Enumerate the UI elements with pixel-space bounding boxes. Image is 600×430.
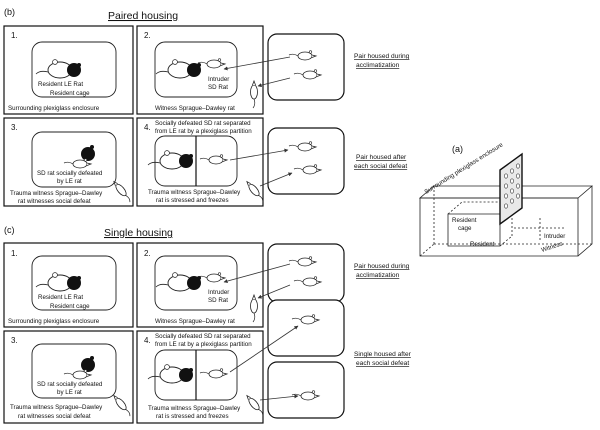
section-c-label: (c)	[4, 225, 15, 235]
stress-label-2: rat is stressed and freezes	[156, 413, 229, 420]
panel-b4: 4. Socially defeated SD rat separated fr…	[136, 117, 267, 207]
trauma-label-1: Trauma witness Sprague–Dawley	[10, 190, 103, 197]
section-a-label: (a)	[452, 144, 463, 154]
panel-b3: 3. SD rat socially defeated by LE rat Tr…	[3, 117, 134, 207]
arrow-witness	[259, 394, 299, 401]
witness-label: Witness Sprague–Dawley rat	[155, 105, 235, 112]
housing-box-c-bottom	[267, 361, 345, 419]
housing-box-c-top	[267, 243, 345, 303]
stress-label-1: Trauma witness Sprague–Dawley	[148, 405, 241, 412]
panel-c3-number: 3.	[11, 336, 18, 345]
separation-label-2: from LE rat by a plexiglass partition	[155, 341, 252, 348]
defeated-label-2: by LE rat	[57, 389, 82, 396]
stress-label-2: rat is stressed and freezes	[156, 197, 229, 204]
side-label-b1-line1: Pair housed during	[354, 53, 410, 60]
resident-cage-c3	[31, 343, 117, 399]
intruder-3d-label: Intruder	[544, 233, 565, 240]
side-label-c2-line2: each social defeat	[356, 360, 409, 367]
enclosure-3d-label: Surrounding plexiglass enclosure	[423, 141, 504, 196]
side-label-c2-line1: Single housed after	[354, 351, 412, 358]
resident-label: Resident LE Rat	[38, 81, 83, 88]
panel-b2-number: 2.	[144, 31, 151, 40]
panel-b4-number: 4.	[144, 123, 151, 132]
trauma-label-2: rat witnesses social defeat	[18, 198, 91, 205]
resident-cage-3d-label-1: Resident	[452, 217, 477, 224]
trauma-label-2: rat witnesses social defeat	[18, 413, 91, 420]
intruder-label-2: SD Rat	[208, 297, 228, 304]
witness-label: Witness Sprague–Dawley rat	[155, 318, 235, 325]
stress-label-1: Trauma witness Sprague–Dawley	[148, 189, 241, 196]
section-c-title: Single housing	[104, 227, 173, 239]
arrow-witness	[259, 172, 293, 187]
enclosure-label: Surrounding plexiglass enclosure	[8, 105, 100, 112]
arrow-defeated	[229, 148, 289, 161]
le-rat-icon	[81, 147, 95, 161]
resident-cage-label: Resident cage	[50, 90, 90, 97]
side-label-b2-line2: each social defeat	[354, 163, 407, 170]
arrow-defeated	[229, 325, 299, 373]
housing-box-c-middle	[267, 299, 345, 357]
arrow-witness	[257, 284, 291, 299]
resident-3d-label: Resident	[470, 241, 495, 248]
intruder-label-1: Intruder	[208, 289, 229, 296]
side-label-c1-line1: Pair housed during	[354, 263, 410, 270]
resident-cage-b3	[31, 131, 117, 188]
panel-b3-number: 3.	[11, 123, 18, 132]
panel-c1-number: 1.	[11, 249, 18, 258]
le-rat-icon	[81, 358, 95, 372]
side-label-c1-line2: acclimatization	[356, 272, 400, 279]
housing-box-b-top	[267, 33, 345, 101]
section-b-label: (b)	[4, 7, 15, 17]
separation-label-1: Socially defeated SD rat separated	[155, 333, 251, 340]
panel-c1: 1. Resident LE Rat Resident cage Surroun…	[3, 242, 134, 328]
panel-b1-number: 1.	[11, 31, 18, 40]
resident-label: Resident LE Rat	[38, 294, 83, 301]
separation-label-1: Socially defeated SD rat separated	[155, 120, 251, 127]
housing-box-b-bottom	[267, 127, 345, 195]
arrow-witness	[257, 77, 291, 88]
panel-c2-number: 2.	[144, 249, 151, 258]
resident-cage-label: Resident cage	[50, 303, 90, 310]
defeated-label-1: SD rat socially defeated	[37, 170, 103, 177]
intruder-label-2: SD Rat	[208, 84, 228, 91]
resident-cage-3d-label-2: cage	[458, 225, 472, 232]
defeated-label-2: by LE rat	[57, 178, 82, 185]
intruder-label-1: Intruder	[208, 76, 229, 83]
side-label-b2-line1: Pair housed after	[356, 154, 407, 161]
arrow-intruder	[223, 56, 291, 71]
separation-label-2: from LE rat by a plexiglass partition	[155, 128, 252, 135]
panel-c3: 3. SD rat socially defeated by LE rat Tr…	[3, 330, 134, 424]
section-b-title: Paired housing	[108, 10, 178, 22]
side-label-b1-line2: acclimatization	[356, 62, 400, 69]
panel-c2: 2. Intruder SD Rat Witness Sprague–Dawle…	[136, 242, 264, 328]
partition-holes	[504, 163, 520, 209]
enclosure-3d: (a) Surrounding plexiglass enclosure Res…	[418, 141, 594, 257]
panel-c4-number: 4.	[144, 336, 151, 345]
witness-3d-label: Witness	[540, 240, 563, 253]
panel-b1: 1. Resident LE Rat Resident cage Surroun…	[3, 25, 134, 115]
panel-c4: 4. Socially defeated SD rat separated fr…	[136, 330, 267, 424]
panel-b2: 2. Intruder SD Rat Witness Sprague–Dawle…	[136, 25, 264, 115]
arrow-intruder	[223, 263, 291, 283]
enclosure-label: Surrounding plexiglass enclosure	[8, 318, 100, 325]
trauma-label-1: Trauma witness Sprague–Dawley	[10, 404, 103, 411]
defeated-label-1: SD rat socially defeated	[37, 381, 103, 388]
